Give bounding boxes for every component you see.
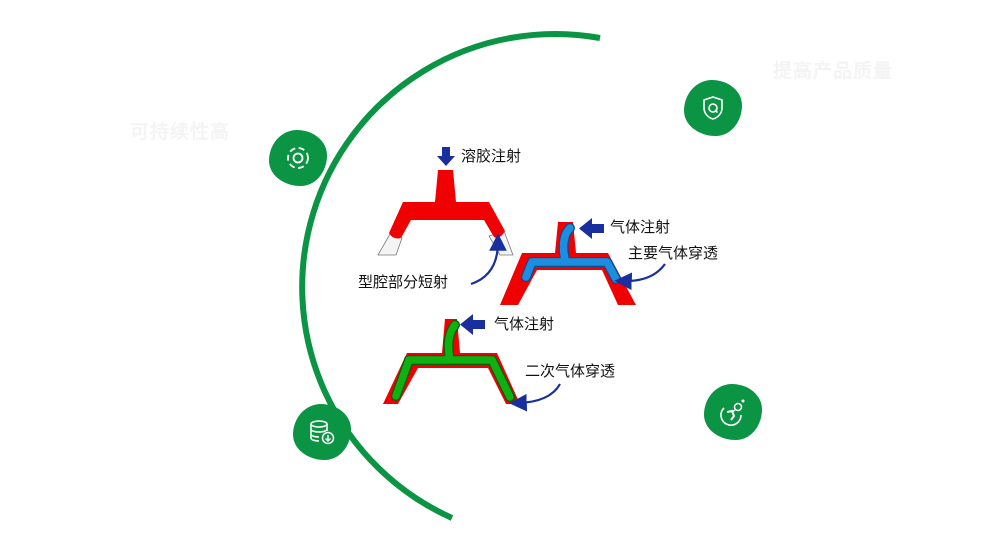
quality-shield-icon [703, 96, 723, 120]
label-gas-injection-1: 气体注射 [610, 218, 671, 236]
label-sustainability: 可持续性高 [130, 121, 231, 143]
label-short-shot: 型腔部分短射 [358, 273, 449, 291]
database-download-icon [310, 420, 335, 445]
database-badge[interactable] [293, 404, 351, 460]
melt-injection-arrow [437, 147, 455, 166]
primary-penetration-pointer [614, 263, 666, 291]
focus-icon [287, 147, 309, 169]
part-secondary-penetration [383, 319, 520, 404]
globe-network-icon [720, 399, 745, 426]
part-short-shot [377, 170, 514, 256]
globe-badge[interactable] [704, 384, 762, 440]
gas-injection-arrow-2 [460, 314, 485, 335]
part-primary-penetration [500, 222, 636, 305]
green-arc [299, 31, 601, 521]
label-improve-quality: 提高产品质量 [773, 60, 894, 82]
focus-badge[interactable] [269, 130, 327, 186]
label-melt-injection: 溶胶注射 [461, 147, 522, 165]
short-shot-pointer [470, 233, 507, 286]
gas-injection-arrow-1 [579, 218, 604, 239]
quality-badge[interactable] [684, 80, 742, 136]
label-primary-penetration: 主要气体穿透 [628, 244, 719, 262]
label-secondary-penetration: 二次气体穿透 [525, 362, 616, 380]
secondary-penetration-pointer [509, 383, 561, 412]
label-gas-injection-2: 气体注射 [494, 315, 555, 333]
